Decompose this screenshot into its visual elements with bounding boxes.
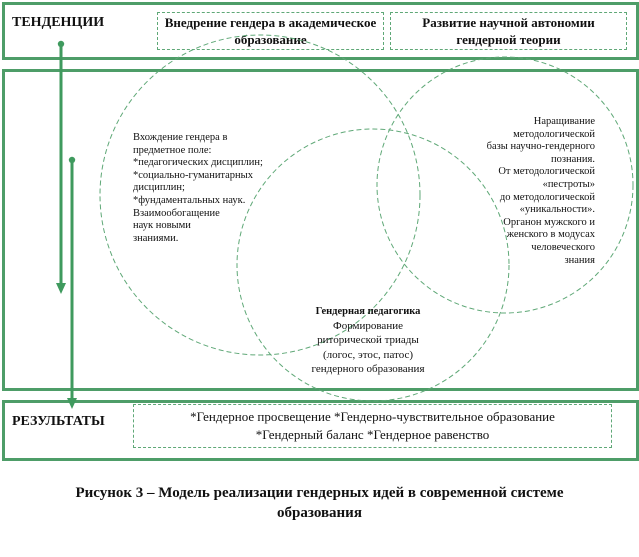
venn-circle-bottom (236, 128, 510, 402)
connector-arrow-1 (56, 40, 66, 294)
venn-right-text: Наращивание методологической базы научно… (486, 116, 595, 266)
venn-left-text: Вхождение гендера в предметное поле: *пе… (133, 132, 263, 244)
trend-box-autonomy-text: Развитие научной автономии гендерной тео… (422, 15, 595, 47)
venn-frame (2, 69, 639, 391)
venn-bottom-text: Формирование риторической триады (логос,… (311, 319, 425, 376)
trend-box-autonomy: Развитие научной автономии гендерной тео… (390, 12, 627, 50)
venn-bottom-group: Гендерная педагогика Формирование ритори… (278, 306, 458, 377)
results-label: РЕЗУЛЬТАТЫ (12, 414, 105, 429)
trend-box-academic-text: Внедрение гендера в академическое образо… (164, 15, 377, 47)
trends-frame (2, 2, 639, 60)
connector-arrow-2 (67, 156, 77, 409)
trends-label: ТЕНДЕНЦИИ (12, 15, 105, 30)
figure-caption: Рисунок 3 – Модель реализации гендерных … (75, 485, 564, 521)
venn-circle-right (376, 56, 634, 314)
venn-circle-left (99, 34, 421, 356)
results-text: *Гендерное просвещение *Гендерно-чувстви… (190, 409, 555, 442)
results-box: *Гендерное просвещение *Гендерно-чувстви… (133, 404, 612, 448)
results-frame (2, 400, 639, 461)
venn-bottom-title: Гендерная педагогика (315, 306, 421, 317)
trend-box-academic: Внедрение гендера в академическое образо… (157, 12, 384, 50)
